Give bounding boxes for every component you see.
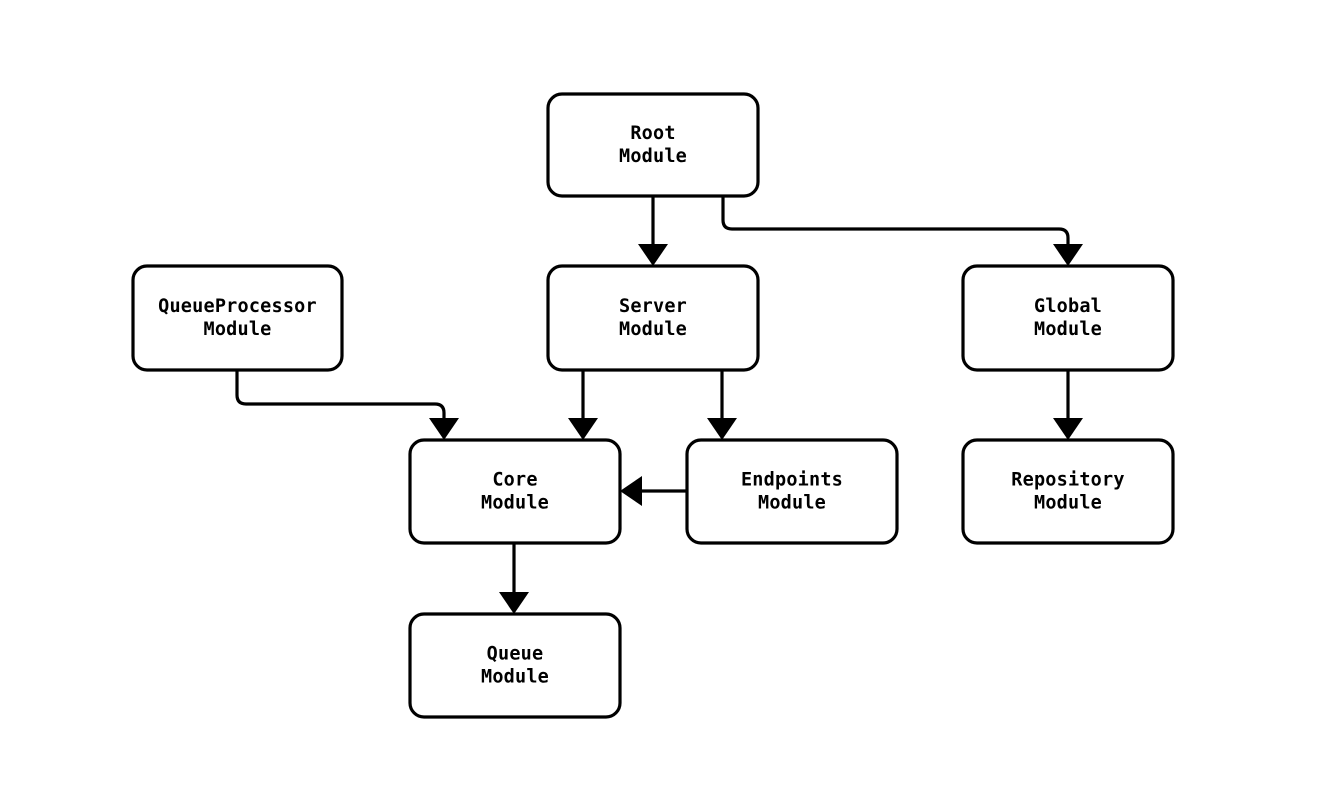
edge-queueprocessor-to-core-line	[235, 370, 446, 426]
global-module-node-label-line2: Module	[1034, 319, 1102, 340]
edges-layer	[235, 196, 1083, 614]
repository-module-node-label-line1: Repository	[1011, 470, 1124, 491]
edge-root-to-global	[721, 196, 1083, 266]
edge-root-to-global-line	[721, 196, 1070, 252]
edge-root-to-global-arrowhead	[1053, 244, 1083, 266]
edge-global-to-repository-arrowhead	[1053, 418, 1083, 440]
edge-root-to-server	[638, 196, 668, 266]
nodes-layer: RootModuleQueueProcessorModuleServerModu…	[131, 92, 1175, 719]
endpoints-module-node-label-line2: Module	[758, 493, 826, 514]
edge-root-to-server-arrowhead	[638, 244, 668, 266]
endpoints-module-node-label-line1: Endpoints	[741, 470, 843, 491]
server-module-node-label-line2: Module	[619, 319, 687, 340]
queueprocessor-module-node-label-line1: QueueProcessor	[158, 296, 317, 317]
root-module-node-box[interactable]	[546, 92, 760, 198]
queue-module-node-label-line2: Module	[481, 667, 549, 688]
global-module-node-box[interactable]	[961, 264, 1175, 372]
global-module-node-label-line1: Global	[1034, 296, 1102, 317]
queue-module-node-box[interactable]	[408, 612, 622, 719]
edge-global-to-repository	[1053, 370, 1083, 440]
server-module-node-label-line1: Server	[619, 296, 687, 317]
edge-core-to-queue	[499, 543, 529, 614]
edge-core-to-queue-arrowhead	[499, 592, 529, 614]
queueprocessor-module-node-box[interactable]	[131, 264, 344, 372]
edge-queueprocessor-to-core	[235, 370, 459, 440]
core-module-node-label-line1: Core	[492, 470, 537, 491]
edge-server-to-endpoints	[707, 370, 737, 440]
server-module-node-box[interactable]	[546, 264, 760, 372]
endpoints-module-node-box[interactable]	[685, 438, 899, 545]
edge-endpoints-to-core-arrowhead	[620, 476, 642, 506]
edge-server-to-endpoints-arrowhead	[707, 418, 737, 440]
core-module-node-box[interactable]	[408, 438, 622, 545]
core-module-node-label-line2: Module	[481, 493, 549, 514]
edge-queueprocessor-to-core-arrowhead	[429, 418, 459, 440]
queue-module-node-label-line1: Queue	[487, 644, 544, 665]
edge-server-to-core	[568, 370, 598, 440]
root-module-node-label-line1: Root	[630, 123, 675, 144]
queueprocessor-module-node-label-line2: Module	[203, 319, 271, 340]
root-module-node-label-line2: Module	[619, 146, 687, 167]
edge-endpoints-to-core	[620, 476, 687, 506]
repository-module-node-label-line2: Module	[1034, 493, 1102, 514]
edge-server-to-core-arrowhead	[568, 418, 598, 440]
repository-module-node-box[interactable]	[961, 438, 1175, 545]
